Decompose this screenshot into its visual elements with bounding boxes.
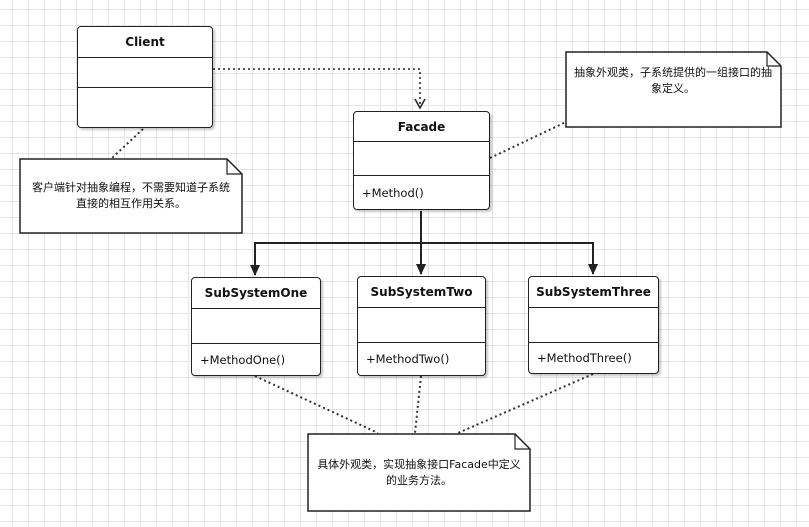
note-client-shape <box>19 158 243 234</box>
class-subsystem-one[interactable]: SubSystemOne +MethodOne() <box>191 277 321 376</box>
class-subsystem-two-name: SubSystemTwo <box>370 285 473 299</box>
class-facade-operation: +Method() <box>354 175 489 209</box>
class-subsystem-three-attributes <box>529 307 658 342</box>
class-subsystem-three-operation: +MethodThree() <box>529 342 658 373</box>
note-anchor-subsystem-three <box>457 373 594 434</box>
note-anchor-subsystem-two <box>414 375 422 434</box>
class-subsystem-two-attributes <box>358 307 485 342</box>
note-anchor-subsystem-one <box>254 375 379 434</box>
note-facade[interactable]: 抽象外观类，子系统提供的一组接口的抽象定义。 <box>565 51 782 128</box>
note-client-text: 客户端针对抽象编程，不需要知道子系统直接的相互作用关系。 <box>32 181 230 210</box>
class-client-operations <box>78 87 212 127</box>
class-subsystem-two[interactable]: SubSystemTwo +MethodTwo() <box>357 276 486 376</box>
class-facade-name: Facade <box>397 119 446 134</box>
note-anchor-facade <box>489 121 567 159</box>
note-facade-text: 抽象外观类，子系统提供的一组接口的抽象定义。 <box>574 66 772 95</box>
class-client-name: Client <box>125 35 165 49</box>
class-subsystem-one-operation: +MethodOne() <box>192 343 320 375</box>
association-facade-subsystem-one <box>250 242 421 276</box>
class-subsystem-three[interactable]: SubSystemThree +MethodThree() <box>528 276 659 374</box>
class-client-attributes <box>78 57 212 87</box>
note-subsystem[interactable]: 具体外观类，实现抽象接口Facade中定义的业务方法。 <box>307 433 531 512</box>
note-facade-shape <box>565 51 782 128</box>
note-anchor-client <box>111 128 144 159</box>
association-facade-subsystem-three <box>421 242 598 275</box>
class-facade[interactable]: Facade +Method() <box>353 111 490 210</box>
note-client[interactable]: 客户端针对抽象编程，不需要知道子系统直接的相互作用关系。 <box>19 158 243 234</box>
dependency-client-facade <box>213 68 426 110</box>
class-subsystem-one-attributes <box>192 308 320 343</box>
class-client[interactable]: Client <box>77 26 213 128</box>
class-subsystem-one-name: SubSystemOne <box>204 286 308 300</box>
note-subsystem-shape <box>307 433 531 512</box>
class-facade-attributes <box>354 141 489 175</box>
note-subsystem-text: 具体外观类，实现抽象接口Facade中定义的业务方法。 <box>317 458 521 487</box>
class-subsystem-three-name: SubSystemThree <box>536 285 651 299</box>
class-subsystem-two-operation: +MethodTwo() <box>358 342 485 375</box>
